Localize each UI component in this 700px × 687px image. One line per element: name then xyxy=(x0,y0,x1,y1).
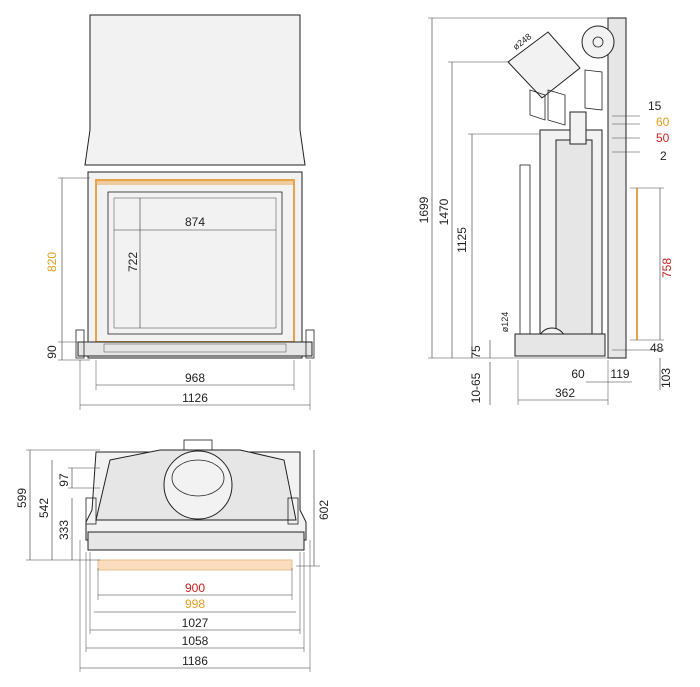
dim-15: 15 xyxy=(648,99,662,113)
dim-119: 119 xyxy=(610,367,629,381)
dim-48: 48 xyxy=(650,341,664,355)
side-flue-pipe xyxy=(507,31,581,99)
dim-998: 998 xyxy=(185,597,205,611)
dim-1126: 1126 xyxy=(182,391,208,405)
dim-1058: 1058 xyxy=(182,634,209,648)
dim-968: 968 xyxy=(185,371,205,385)
dim-75: 75 xyxy=(469,345,483,359)
dim-758: 758 xyxy=(660,258,674,278)
dim-820: 820 xyxy=(45,252,59,272)
dim-1027: 1027 xyxy=(182,616,209,630)
dim-1186: 1186 xyxy=(182,654,208,668)
dim-542: 542 xyxy=(37,498,51,518)
dim-333: 333 xyxy=(57,520,71,540)
front-base xyxy=(77,341,313,357)
dim-90: 90 xyxy=(45,345,59,359)
side-wall-plate xyxy=(607,17,627,359)
dim-1470: 1470 xyxy=(437,198,451,225)
side-fan-wheel xyxy=(581,25,615,59)
dim-602: 602 xyxy=(317,500,331,520)
dim-1125: 1125 xyxy=(455,227,469,253)
dim-874: 874 xyxy=(185,215,205,229)
dim-900: 900 xyxy=(185,581,205,595)
top-orange-strip xyxy=(97,559,293,571)
dim-722: 722 xyxy=(126,252,140,272)
dim-1699: 1699 xyxy=(417,196,431,223)
dim-w60: 60 xyxy=(571,367,585,381)
front-body xyxy=(87,171,303,359)
top-view: 599 542 97 333 602 900 998 1027 1058 118… xyxy=(15,439,331,672)
dim-60: 60 xyxy=(656,115,670,129)
dim-97: 97 xyxy=(57,473,71,487)
dim-10-65: 10-65 xyxy=(469,372,483,403)
dim-50: 50 xyxy=(656,131,670,145)
dim-599: 599 xyxy=(15,488,29,508)
side-view: 1699 1470 1125 15 60 50 2 758 48 103 60 … xyxy=(417,17,674,405)
dim-103: 103 xyxy=(659,368,673,388)
front-view: 874 722 820 90 968 1126 xyxy=(45,14,315,410)
dim-d124: ø124 xyxy=(500,312,510,333)
top-flue-ring xyxy=(163,450,233,520)
front-hood xyxy=(84,14,306,166)
dim-2: 2 xyxy=(660,149,667,163)
dim-362: 362 xyxy=(555,386,575,400)
front-glass xyxy=(107,191,283,335)
